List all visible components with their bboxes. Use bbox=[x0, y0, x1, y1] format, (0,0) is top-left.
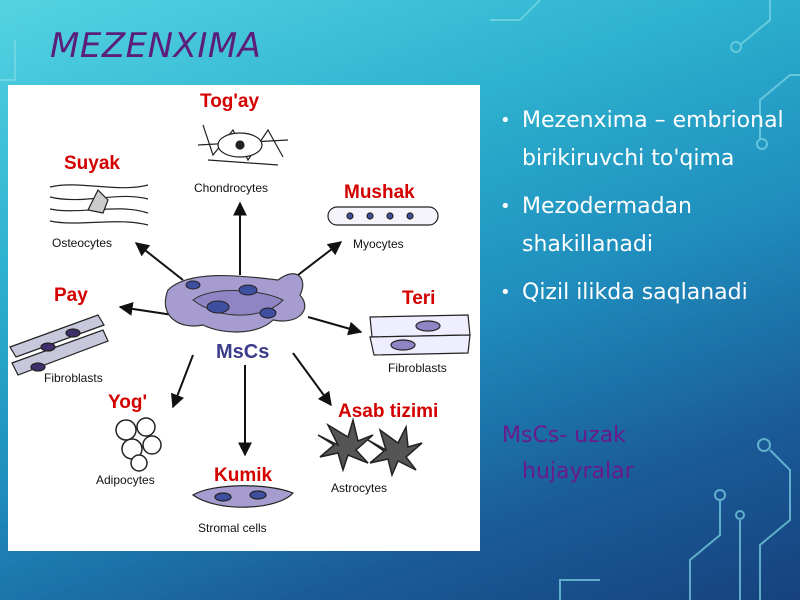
stromal-cells-drawing bbox=[191, 485, 295, 508]
skin-fibroblasts-drawing bbox=[369, 314, 471, 356]
label-asab-tizimi: Asab tizimi bbox=[338, 401, 439, 422]
bullet-dot-icon: • bbox=[500, 282, 511, 303]
label-mscs: MsCs bbox=[216, 341, 270, 363]
bullet-text: Mezenxima – embrional birikiruvchi to'qi… bbox=[522, 108, 784, 171]
cell-myocytes: Myocytes bbox=[353, 237, 404, 251]
cell-osteocytes: Osteocytes bbox=[52, 236, 113, 250]
figure-graphics bbox=[9, 124, 471, 508]
bullet-item: • Mezenxima – embrional birikiruvchi to'q… bbox=[500, 102, 790, 178]
bullet-dot-icon: • bbox=[500, 110, 511, 131]
label-pay: Pay bbox=[54, 285, 88, 306]
mscs-cells bbox=[164, 273, 306, 333]
note-line-2: hujayralar bbox=[522, 459, 634, 484]
arrows bbox=[118, 201, 363, 457]
label-togay: Tog'ay bbox=[200, 91, 260, 112]
cell-fibroblasts-skin: Fibroblasts bbox=[388, 361, 447, 375]
astrocytes-drawing bbox=[317, 417, 423, 478]
adipocytes-drawing bbox=[115, 417, 162, 472]
label-kumik: Kumik bbox=[214, 465, 273, 486]
mesenchymal-differentiation-figure: Tog'ay Chondrocytes Mushak Myocytes Teri… bbox=[8, 85, 480, 551]
myocytes-drawing bbox=[327, 206, 439, 226]
label-suyak: Suyak bbox=[64, 153, 120, 174]
bullet-dot-icon: • bbox=[500, 196, 511, 217]
bullet-item: • Qizil ilikda saqlanadi bbox=[500, 274, 790, 312]
note-line-1: MsCs- uzak bbox=[502, 423, 626, 448]
cell-adipocytes: Adipocytes bbox=[96, 473, 155, 487]
cell-stromal-cells: Stromal cells bbox=[198, 521, 267, 535]
bullet-item: • Mezodermadan shakillanadi bbox=[500, 188, 790, 264]
bullet-text: Qizil ilikda saqlanadi bbox=[522, 280, 748, 305]
osteocytes-drawing bbox=[49, 184, 149, 226]
bullet-list: • Mezenxima – embrional birikiruvchi to'q… bbox=[500, 102, 790, 322]
cell-astrocytes: Astrocytes bbox=[331, 481, 388, 495]
tendon-fibroblasts-drawing bbox=[9, 314, 109, 376]
label-teri: Teri bbox=[402, 288, 436, 309]
chondrocytes-drawing bbox=[197, 124, 289, 166]
label-yog: Yog' bbox=[108, 392, 147, 413]
cell-fibroblasts-tendon: Fibroblasts bbox=[44, 371, 103, 385]
bullet-text: Mezodermadan shakillanadi bbox=[522, 194, 692, 257]
label-mushak: Mushak bbox=[344, 182, 415, 203]
slide-title: MEZENXIMA bbox=[50, 26, 262, 66]
cell-chondrocytes: Chondrocytes bbox=[194, 181, 269, 195]
mscs-note: MsCs- uzak hujayralar bbox=[502, 418, 792, 490]
